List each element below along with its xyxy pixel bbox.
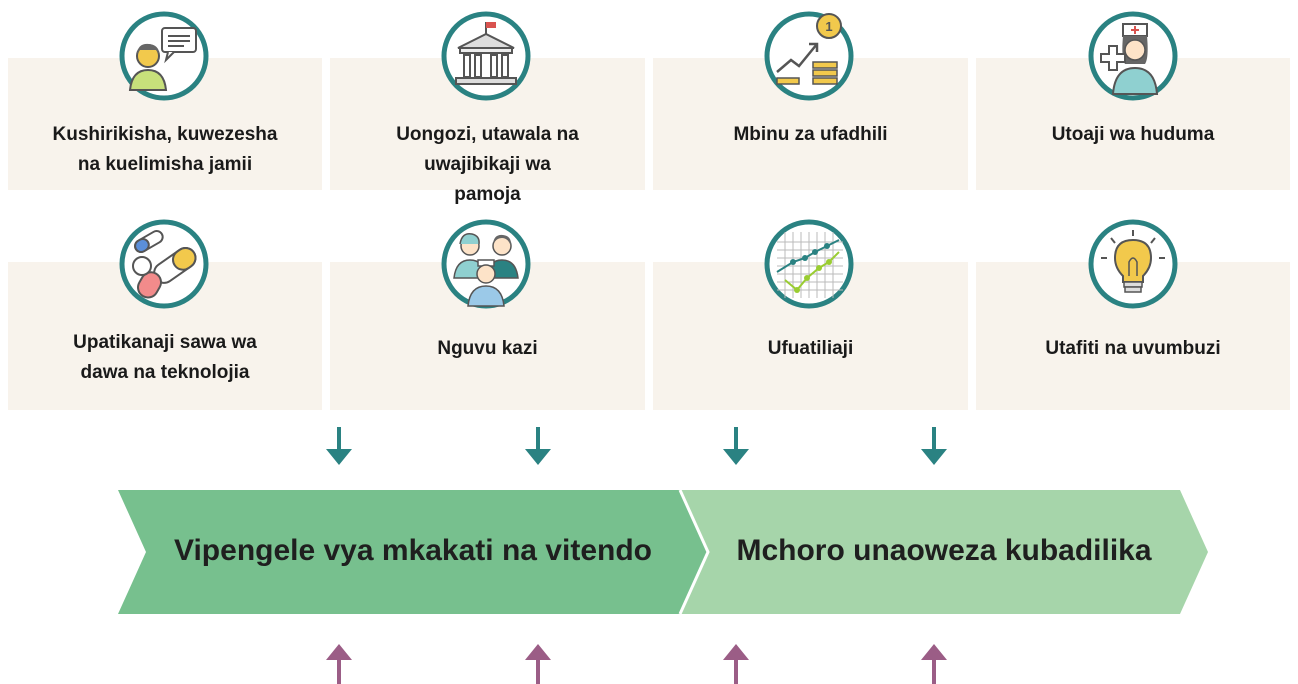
lightbulb-icon — [1088, 219, 1178, 309]
pillar-panel-7: Ufuatiliaji — [653, 262, 968, 410]
pillar-label-5: Upatikanaji sawa wa dawa na teknolojia — [73, 332, 257, 383]
flow-right-label: Mchoro unaoweza kubadilika — [736, 534, 1152, 567]
chevron-left-dark — [118, 490, 708, 614]
pillar-label-6: Nguvu kazi — [437, 338, 538, 359]
nurse-icon — [1088, 11, 1178, 101]
up-arrow-icon — [525, 644, 551, 684]
down-arrow-icon — [326, 427, 352, 465]
medicine-pills-icon — [119, 219, 209, 309]
up-arrow-icon — [921, 644, 947, 684]
community-speech-icon — [119, 11, 209, 101]
flow-left-label: Vipengele vya mkakati na vitendo — [174, 534, 652, 567]
pillar-label-4: Utoaji wa huduma — [1051, 124, 1215, 145]
up-arrow-icon — [723, 644, 749, 684]
pillar-label-2: Uongozi, utawala na uwajibikaji wa pamoj… — [396, 124, 579, 205]
health-workforce-icon — [441, 219, 531, 309]
up-arrow-icon — [326, 644, 352, 684]
down-arrow-icon — [723, 427, 749, 465]
pillar-label-1: Kushirikisha, kuwezesha na kuelimisha ja… — [52, 124, 278, 175]
pillar-label-8: Utafiti na uvumbuzi — [1045, 338, 1221, 359]
pillar-panel-2: Uongozi, utawala na uwajibikaji wa pamoj… — [330, 58, 645, 205]
financing-growth-icon: 1 — [764, 11, 854, 101]
svg-text:1: 1 — [825, 19, 832, 34]
government-building-icon — [441, 11, 531, 101]
down-arrow-icon — [525, 427, 551, 465]
pillar-label-7: Ufuatiliaji — [767, 338, 854, 359]
pillar-label-3: Mbinu za ufadhili — [733, 124, 888, 145]
monitoring-chart-icon — [764, 219, 854, 309]
down-arrow-icon — [921, 427, 947, 465]
chevron-right-light — [674, 490, 1208, 614]
